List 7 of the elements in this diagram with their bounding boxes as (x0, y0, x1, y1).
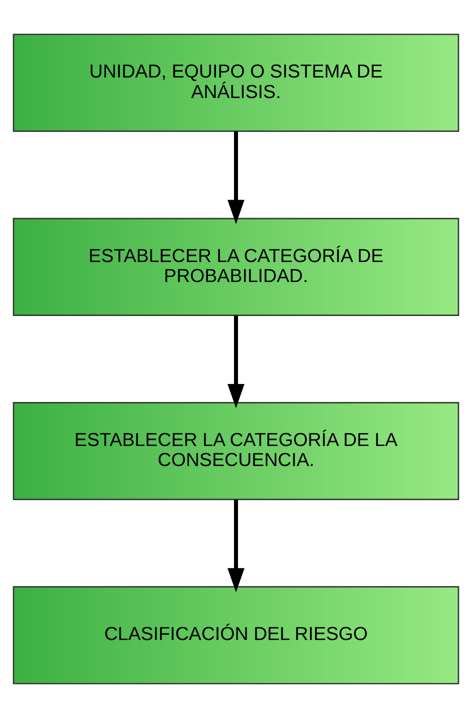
arrow (228, 499, 244, 592)
arrow (228, 314, 244, 408)
node-box: ESTABLECER LA CATEGORÍA DE LA CONSECUENCIA. (12, 402, 460, 500)
node-box: CLASIFICACIÓN DEL RIESGO (12, 586, 460, 684)
node-box: ESTABLECER LA CATEGORÍA DE PROBABILIDAD. (12, 217, 460, 316)
node-box: UNIDAD, EQUIPO O SISTEMA DE ANÁLISIS. (12, 33, 460, 132)
arrow (228, 130, 244, 224)
